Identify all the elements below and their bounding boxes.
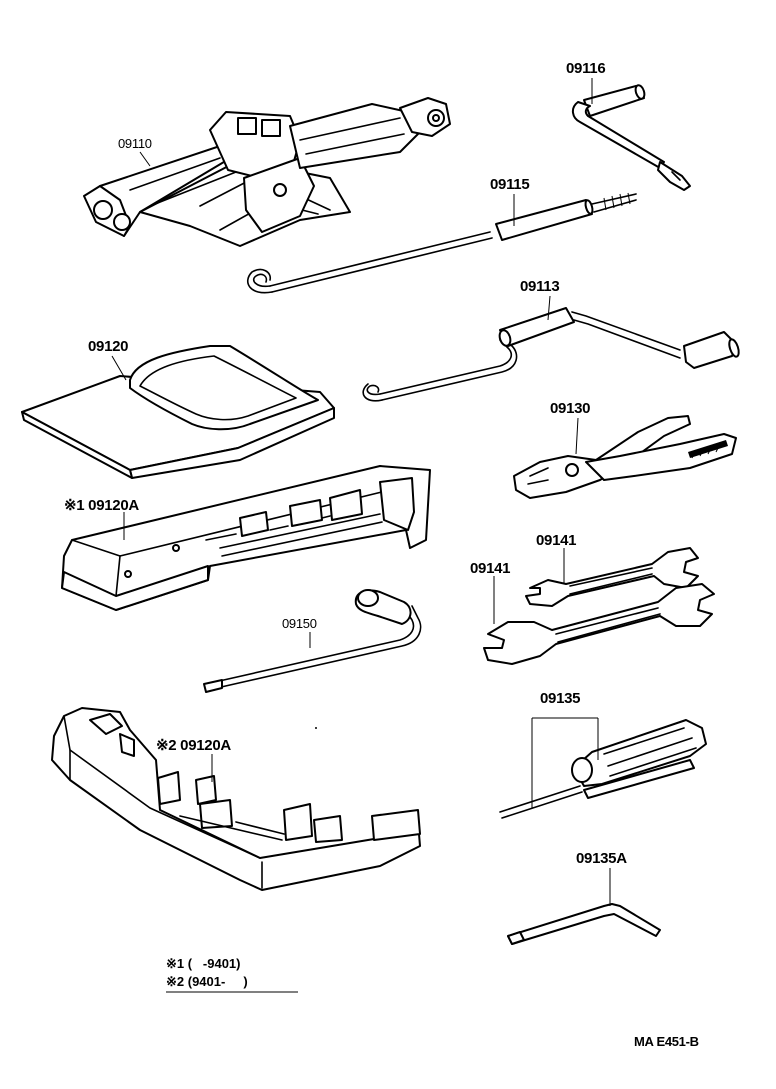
wrench-09141-lower [483,583,715,665]
part-label-09130: 09130 [550,400,591,417]
part-label-09113: 09113 [520,278,560,295]
note-serial-2: ※2 (9401- ) [166,974,248,989]
tool-tray-09120A-2 [51,707,421,891]
crank-09113 [362,307,740,402]
part-label-09141-lower: 09141 [470,560,511,577]
part-label-09110: 09110 [118,136,152,151]
note-serial-1: ※1 ( -9401) [166,956,241,971]
diagram-code: MA E451-B [634,1034,699,1049]
leader-lines [111,78,611,906]
part-label-09141-upper: 09141 [536,532,577,549]
part-label-09120A-1: ※1 09120A [64,497,139,514]
offset-screwdriver-09135A [507,903,661,945]
part-label-09135A: 09135A [576,850,627,867]
rod-09115 [247,192,637,294]
tool-tray-09120A-1 [61,465,431,611]
screwdriver-09135 [499,719,707,819]
part-label-09120A-2: ※2 09120A [156,737,231,754]
part-label-09150: 09150 [282,616,317,631]
wrench-09141-upper [525,547,699,607]
tool-bag-09120 [21,345,335,479]
pliers-09130 [513,415,737,499]
diagram-dot [315,727,317,729]
part-label-09116: 09116 [566,60,606,77]
wheel-wrench-09150 [203,589,422,693]
part-label-09120: 09120 [88,338,129,355]
jack-handle-09116 [572,84,691,191]
part-label-09135: 09135 [540,690,581,707]
scissor-jack [83,97,451,247]
part-label-09115: 09115 [490,176,530,193]
